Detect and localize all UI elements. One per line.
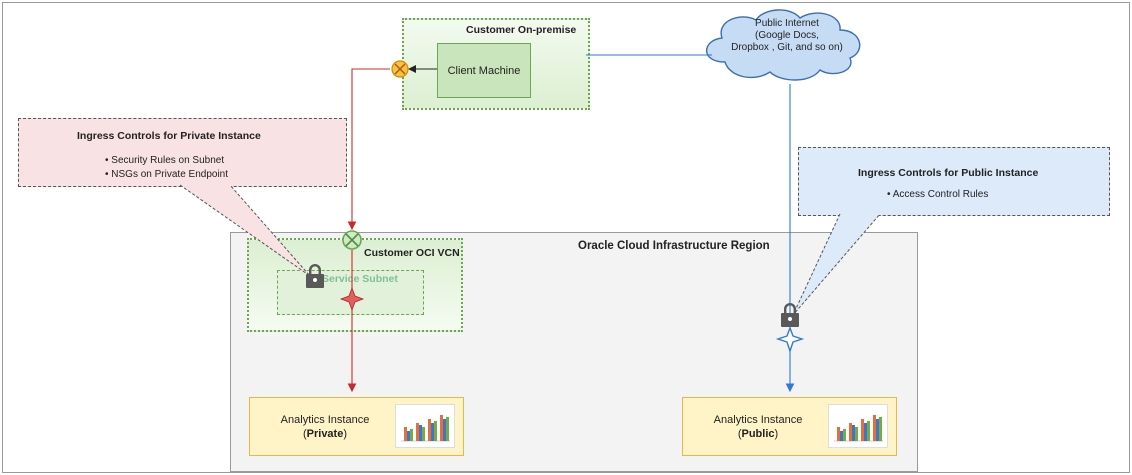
instance-label: Analytics Instance <box>280 414 370 426</box>
public-internet-cloud <box>706 9 861 81</box>
onpremise-title: Customer On-premise <box>466 24 577 36</box>
analytics-instance-public: Analytics Instance (Public) <box>682 397 897 456</box>
client-machine-box: Client Machine <box>437 43 531 98</box>
region-title: Oracle Cloud Infrastructure Region <box>578 240 770 252</box>
list-item: • Security Rules on Subnet <box>105 155 225 166</box>
private-callout-pointer <box>179 184 311 277</box>
firewall-icon <box>342 230 362 250</box>
analytics-instance-private: Analytics Instance (Private) <box>249 397 464 456</box>
instance-type: Private <box>306 428 344 440</box>
list-item: • Access Control Rules <box>887 189 989 200</box>
instance-type: Public <box>741 428 775 440</box>
public-ingress-title: Ingress Controls for Public Instance <box>858 167 1039 179</box>
instance-label: Analytics Instance <box>713 414 803 426</box>
private-path <box>347 68 390 231</box>
lock-icon <box>781 303 799 327</box>
private-ingress-callout <box>18 118 347 187</box>
vcn-title: Customer OCI VCN <box>364 247 460 259</box>
public-ingress-callout <box>798 147 1110 216</box>
star-icon <box>339 286 365 312</box>
chart-icon <box>395 404 455 448</box>
public-internet-label: Public Internet (Google Docs, Dropbox , … <box>731 18 843 53</box>
chart-icon <box>828 404 888 448</box>
firewall-icon <box>391 60 409 78</box>
star-icon <box>775 326 805 354</box>
public-ingress-list: • Access Control Rules <box>887 189 988 200</box>
subnet-title: Service Subnet <box>322 273 398 285</box>
private-ingress-title: Ingress Controls for Private Instance <box>77 130 261 142</box>
client-machine-label: Client Machine <box>447 64 521 77</box>
private-ingress-list: • Security Rules on Subnet • NSGs on Pri… <box>105 154 228 182</box>
list-item: • NSGs on Private Endpoint <box>105 169 229 180</box>
lock-icon <box>306 264 324 288</box>
public-callout-pointer <box>792 213 881 316</box>
